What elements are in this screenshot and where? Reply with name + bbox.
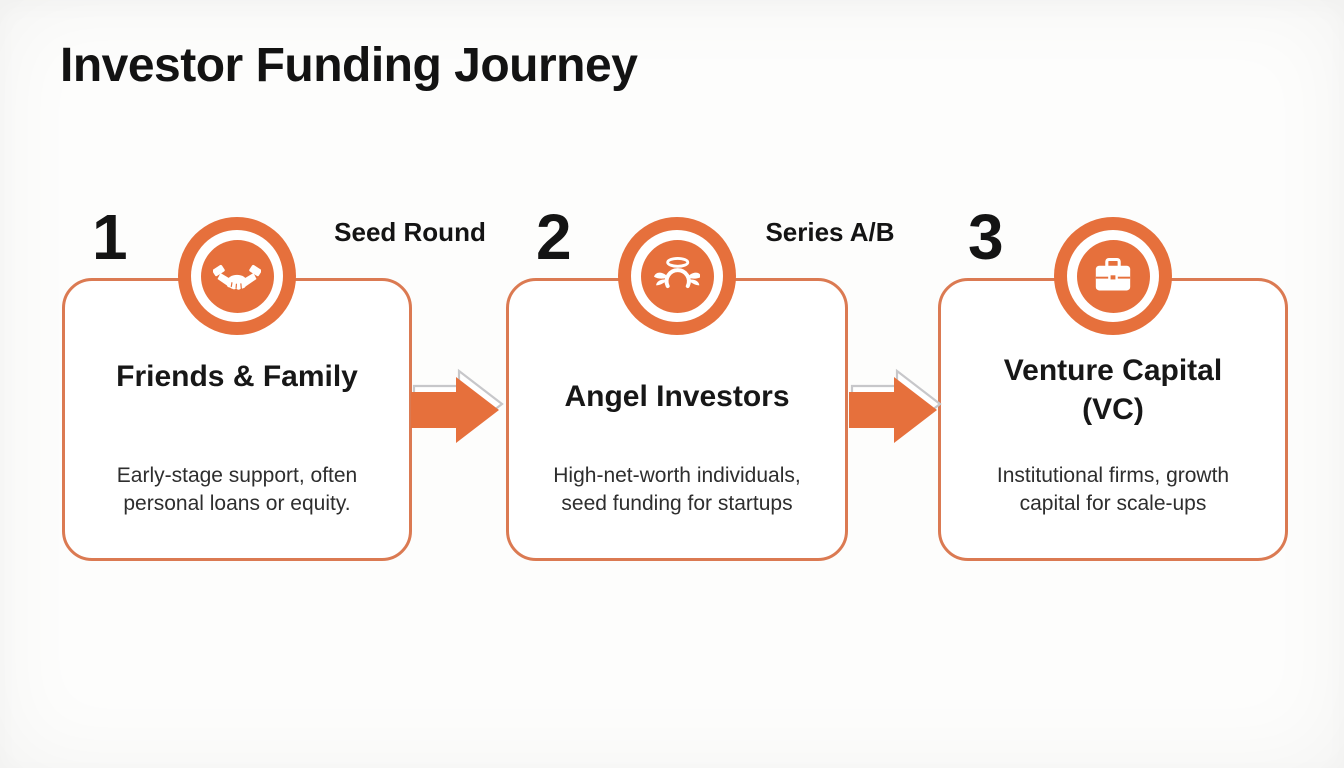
stage-angel-investors: 2 [506,205,848,561]
stage-title: Venture Capital (VC) [1003,354,1223,426]
stage-number: 2 [536,201,572,273]
stage-card [938,278,1288,561]
stage-description: High-net-worth individuals, seed funding… [553,464,801,516]
stage-friends-family: 1 [62,205,412,561]
badge-ring [631,230,723,322]
angel-icon [640,239,714,313]
stage-badge [178,217,296,335]
arrow-right-icon [411,368,504,443]
arrow-right-icon [849,368,942,443]
badge-ring [191,230,283,322]
stage-description: Institutional firms, growth capital for … [996,464,1230,516]
stage-venture-capital: 3 Venture Capital (VC) Institutional fir… [938,205,1288,561]
page-title: Investor Funding Journey [60,39,638,92]
stage-badge [1054,217,1172,335]
stage-title: Friends & Family [116,359,358,393]
stage-number: 1 [92,201,128,273]
briefcase-icon [1076,239,1150,313]
stage-number: 3 [968,201,1004,273]
transition-label-series-ab: Series A/B [765,217,895,247]
transition-label-seed-round: Seed Round [334,217,486,247]
stage-title: Angel Investors [564,379,790,413]
stage-description: Early-stage support, often personal loan… [116,464,358,516]
stage-badge [618,217,736,335]
badge-ring [1067,230,1159,322]
handshake-icon [200,239,274,313]
